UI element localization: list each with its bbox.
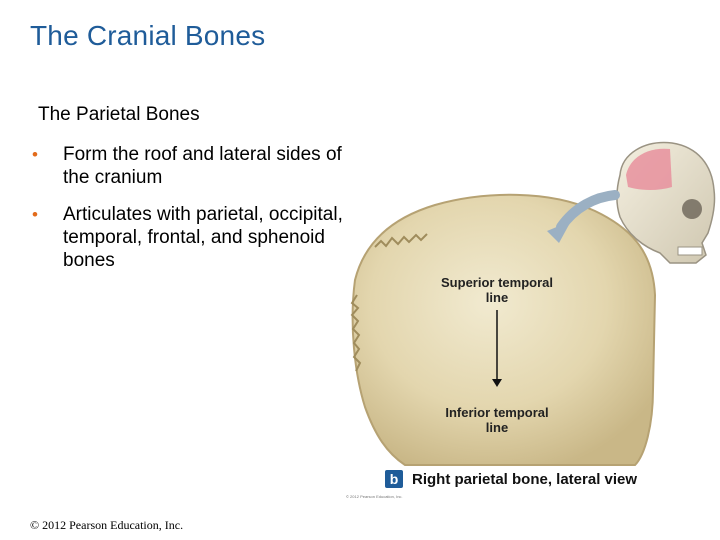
parietal-bone-figure: Superior temporal line Inferior temporal… <box>335 135 720 505</box>
figure-caption: b Right parietal bone, lateral view <box>385 470 637 488</box>
skull-thumbnail <box>616 141 716 264</box>
suture-edge-left <box>350 294 362 372</box>
caption-text: Right parietal bone, lateral view <box>412 470 638 488</box>
inferior-temporal-line-label: Inferior temporal line <box>445 405 549 435</box>
bullet-dot-icon: • <box>32 145 38 164</box>
slide-title: The Cranial Bones <box>30 20 266 51</box>
arrow-head-icon <box>492 379 502 387</box>
curved-arrow-head-icon <box>547 221 571 243</box>
bullet-text: Articulates with parietal, occipital, te… <box>63 204 343 271</box>
superior-temporal-line-label: Superior temporal line <box>441 275 553 305</box>
teeth <box>677 246 703 256</box>
parietal-bone-shape <box>351 193 657 466</box>
parietal-bone-illustration <box>350 141 716 466</box>
curved-arrow-icon <box>556 190 620 232</box>
bullet-item: • Form the roof and lateral sides of the… <box>30 143 350 189</box>
caption-letter-badge: b <box>385 470 403 488</box>
copyright-footer: © 2012 Pearson Education, Inc. <box>30 518 184 532</box>
figure-credit: © 2012 Pearson Education, Inc. <box>346 494 403 499</box>
bullet-list: • Form the roof and lateral sides of the… <box>30 143 350 286</box>
bullet-item: • Articulates with parietal, occipital, … <box>30 203 350 272</box>
suture-edge-top <box>374 233 428 248</box>
bullet-text: Form the roof and lateral sides of the c… <box>63 144 342 188</box>
eye-socket <box>682 199 702 219</box>
parietal-highlight <box>626 148 672 190</box>
slide-subtitle: The Parietal Bones <box>38 104 200 125</box>
bullet-dot-icon: • <box>32 205 38 224</box>
